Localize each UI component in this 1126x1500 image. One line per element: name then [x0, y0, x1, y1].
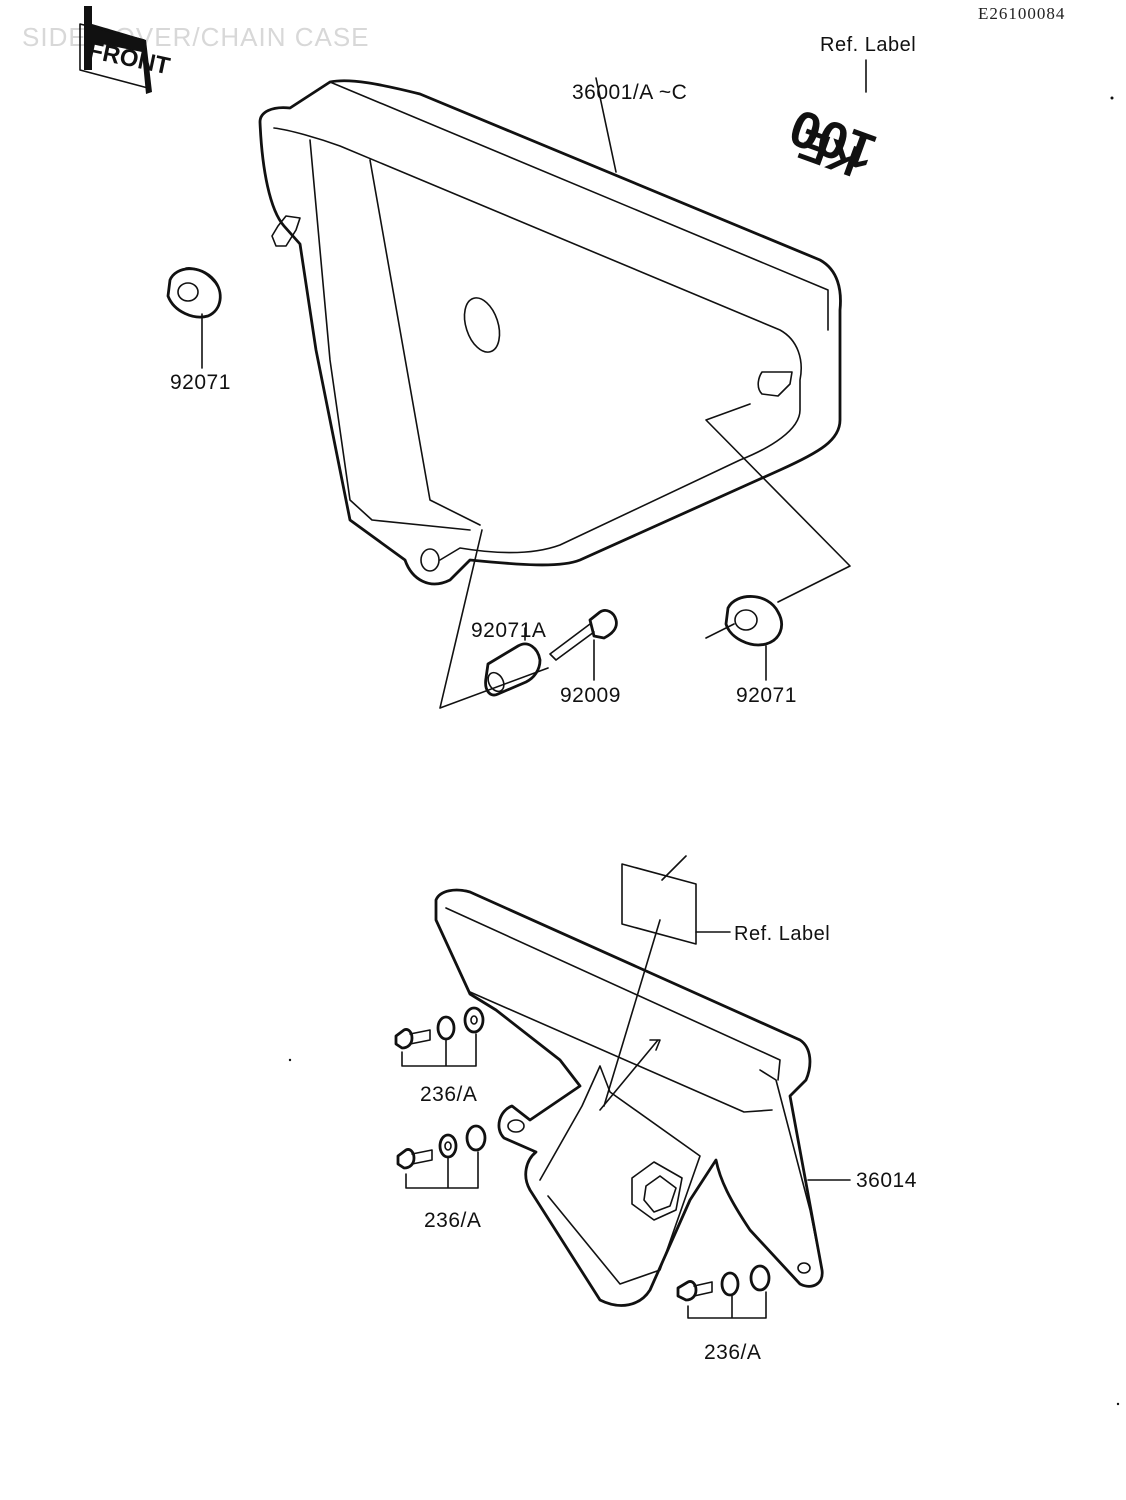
- ref-label-sticker-drawing: [603, 855, 731, 1107]
- scan-specks: [288, 96, 1120, 1406]
- callout-grommet-right: 92071: [736, 684, 797, 707]
- grommet-right-drawing: [705, 403, 851, 681]
- callout-ref-label-top: Ref. Label: [820, 34, 917, 56]
- chain-case-drawing: [434, 888, 851, 1307]
- bolt-washer-set-2-drawing: [396, 1124, 487, 1189]
- ke100-decal-icon: KE 100: [782, 59, 884, 186]
- collar-and-bolt-drawing: [439, 529, 618, 709]
- callout-side-cover: 36001/A ~C: [572, 81, 688, 104]
- grommet-left-drawing: [166, 267, 222, 369]
- svg-text:100: 100: [782, 97, 883, 181]
- side-cover-drawing: [258, 77, 842, 586]
- callout-grommet-left: 92071: [170, 371, 231, 394]
- callout-bolt-set-3: 236/A: [704, 1341, 762, 1364]
- bolt-washer-set-1-drawing: [394, 1006, 485, 1067]
- callout-chain-case: 36014: [856, 1169, 917, 1192]
- callout-bolt-set-1: 236/A: [420, 1083, 478, 1106]
- bolt-washer-set-3-drawing: [676, 1264, 771, 1319]
- callout-bolt-set-2: 236/A: [424, 1209, 482, 1232]
- front-direction-arrow-icon: FRONT: [79, 6, 173, 94]
- callout-collar: 92071A: [471, 619, 547, 642]
- document-id: E26100084: [978, 4, 1066, 23]
- callout-ref-label-bottom: Ref. Label: [734, 923, 831, 945]
- callout-bolt: 92009: [560, 684, 621, 707]
